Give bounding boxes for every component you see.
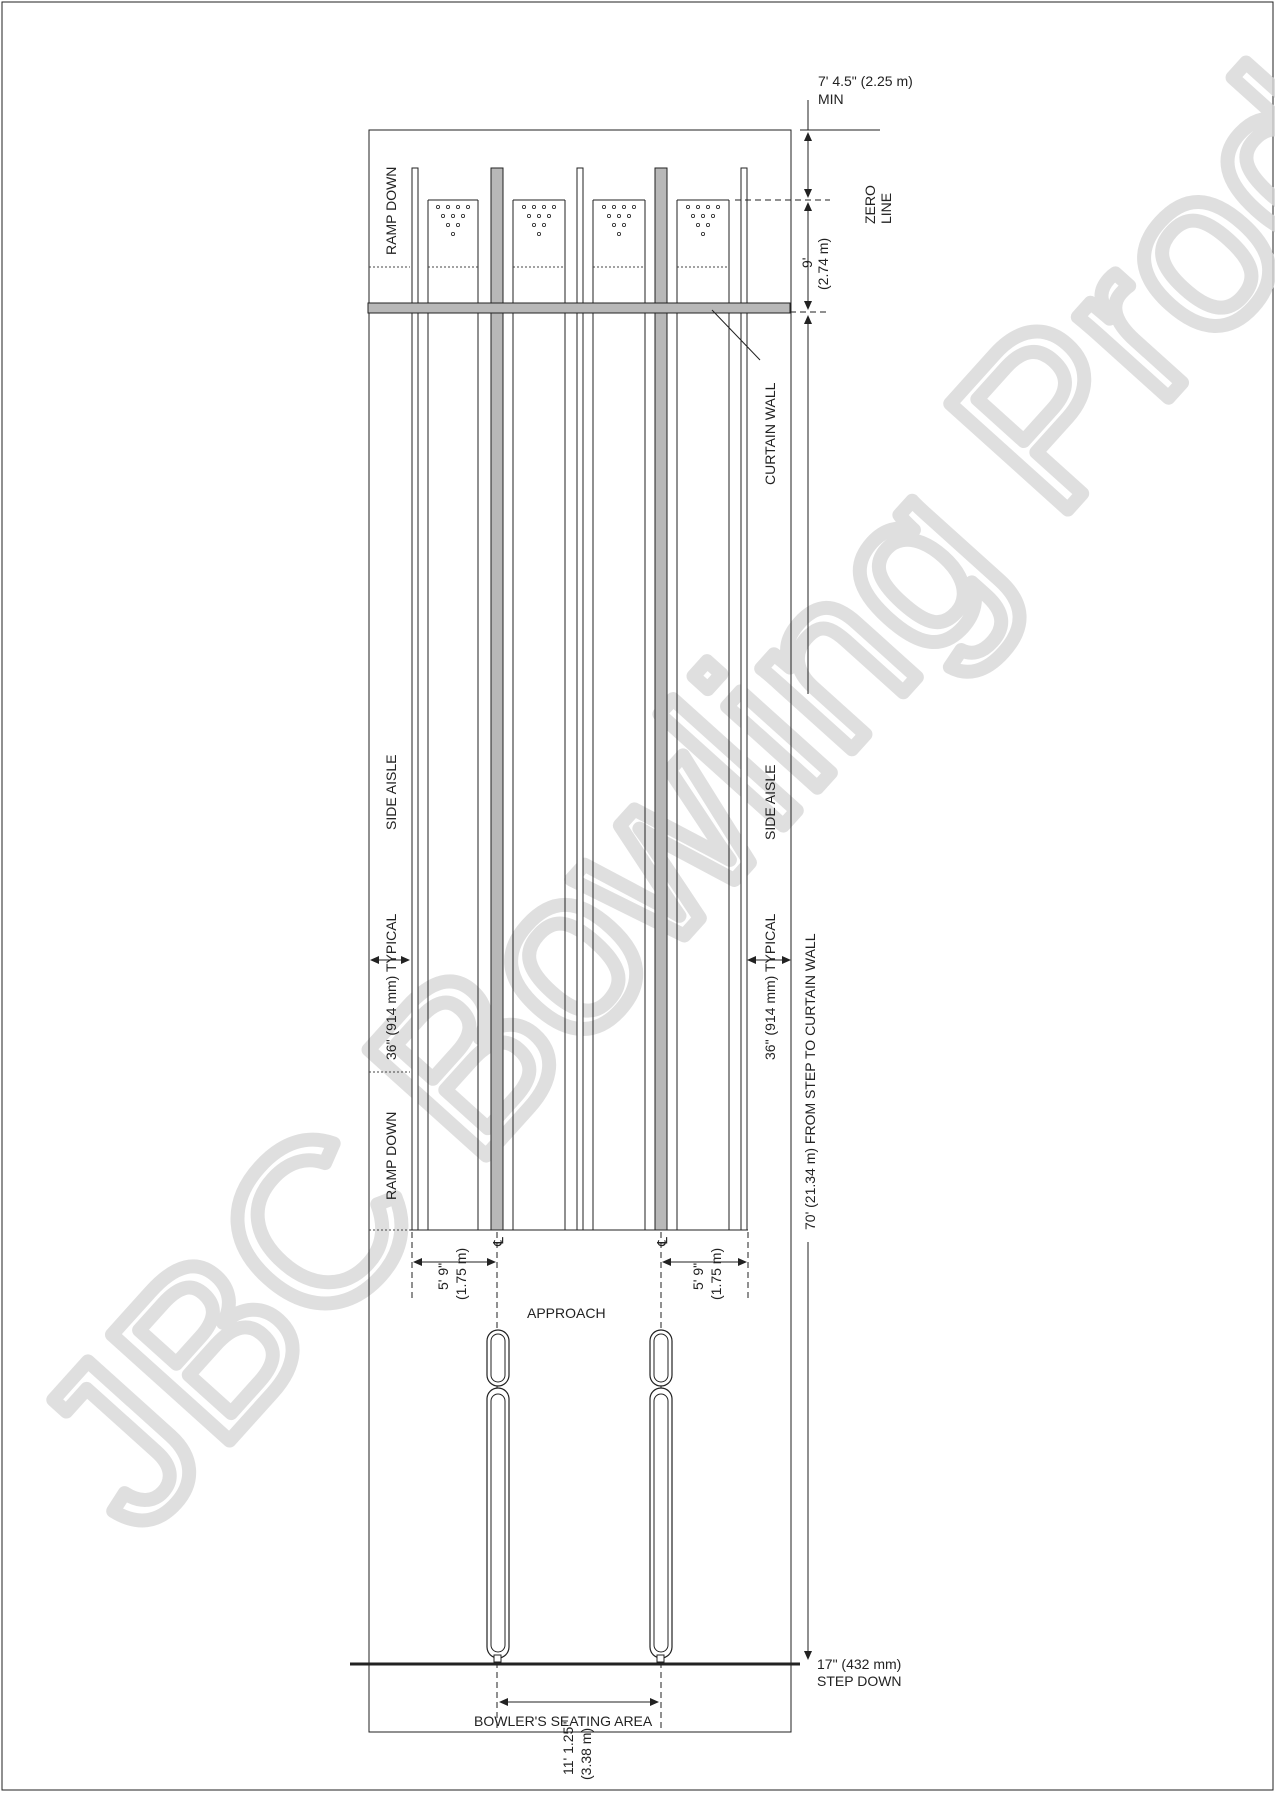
pin <box>612 204 617 209</box>
zero-line-label: ZERO <box>862 185 878 224</box>
pin <box>537 213 542 218</box>
lane-lines <box>411 167 748 1231</box>
pin <box>460 213 465 218</box>
curtain-wall-label: CURTAIN WALL <box>762 382 778 485</box>
approach-label: APPROACH <box>527 1305 606 1321</box>
pin <box>617 213 622 218</box>
pin <box>607 213 612 218</box>
pin <box>527 213 532 218</box>
watermark: JBC Bowling Products <box>0 0 1275 1580</box>
pin <box>711 213 716 218</box>
side-aisle-left-label: SIDE AISLE <box>383 755 399 830</box>
centerline-symbol-left: ℄ <box>490 1237 506 1247</box>
pin <box>632 204 637 209</box>
center-spacing-metric: (3.38 m) <box>578 1728 594 1780</box>
pin <box>696 204 701 209</box>
centerline-symbol-right: ℄ <box>654 1237 670 1247</box>
pin <box>617 231 622 236</box>
pin <box>696 222 701 227</box>
pin <box>627 213 632 218</box>
pin <box>552 204 557 209</box>
lane-length-label: 70' (21.34 m) FROM STEP TO CURTAIN WALL <box>802 933 818 1230</box>
ball-return-left <box>486 1329 510 1663</box>
capping-right <box>654 167 668 1231</box>
step-down-label-2: STEP DOWN <box>817 1673 902 1689</box>
pin <box>440 213 445 218</box>
pin <box>622 204 627 209</box>
side-aisle-right-label: SIDE AISLE <box>762 765 778 840</box>
pin <box>450 213 455 218</box>
pin <box>691 213 696 218</box>
pin <box>542 222 547 227</box>
pin <box>522 204 527 209</box>
pin-decks <box>428 199 729 268</box>
pin <box>532 204 537 209</box>
zero-line-label-2: LINE <box>878 193 894 224</box>
pin <box>622 222 627 227</box>
pin <box>465 204 470 209</box>
curtain-wall-leader <box>711 309 761 361</box>
svg-text:JBC Bowling Products: JBC Bowling Products <box>0 0 1275 1580</box>
aisle-width-left-label: 36" (914 mm) TYPICAL <box>383 913 399 1060</box>
left-offset-imperial: 5' 9" <box>435 1263 451 1290</box>
pin <box>686 204 691 209</box>
ball-return-right <box>649 1329 673 1663</box>
curtain-wall <box>367 302 791 314</box>
ramp-down-top-label: RAMP DOWN <box>383 167 399 255</box>
pin <box>455 204 460 209</box>
building-outline <box>368 129 792 1733</box>
pin <box>532 222 537 227</box>
pin-deck-length-metric: (2.74 m) <box>815 238 831 290</box>
pin <box>455 222 460 227</box>
step-down-label: 17" (432 mm) <box>817 1656 901 1672</box>
left-offset-metric: (1.75 m) <box>453 1248 469 1300</box>
pin <box>547 213 552 218</box>
pin-triangles <box>435 204 721 236</box>
pin <box>445 204 450 209</box>
top-clearance-label: 7' 4.5" (2.25 m) <box>818 73 913 89</box>
pin <box>602 204 607 209</box>
pin-deck-length-imperial: 9' <box>799 258 815 268</box>
pin <box>435 204 440 209</box>
pin <box>701 231 706 236</box>
pin <box>537 231 542 236</box>
aisle-width-right-label: 36" (914 mm) TYPICAL <box>762 913 778 1060</box>
top-clearance-min-label: MIN <box>818 91 844 107</box>
right-offset-imperial: 5' 9" <box>690 1263 706 1290</box>
seating-area-label: BOWLER'S SEATING AREA <box>474 1713 653 1729</box>
pin <box>716 204 721 209</box>
ramp-down-bottom-label: RAMP DOWN <box>383 1112 399 1200</box>
capping-left <box>490 167 504 1231</box>
pin <box>542 204 547 209</box>
pin <box>450 231 455 236</box>
pin <box>706 222 711 227</box>
center-spacing-imperial: 11' 1.25" <box>560 1722 576 1775</box>
pin <box>706 204 711 209</box>
pin <box>445 222 450 227</box>
pin <box>612 222 617 227</box>
right-offset-metric: (1.75 m) <box>708 1248 724 1300</box>
pin <box>701 213 706 218</box>
